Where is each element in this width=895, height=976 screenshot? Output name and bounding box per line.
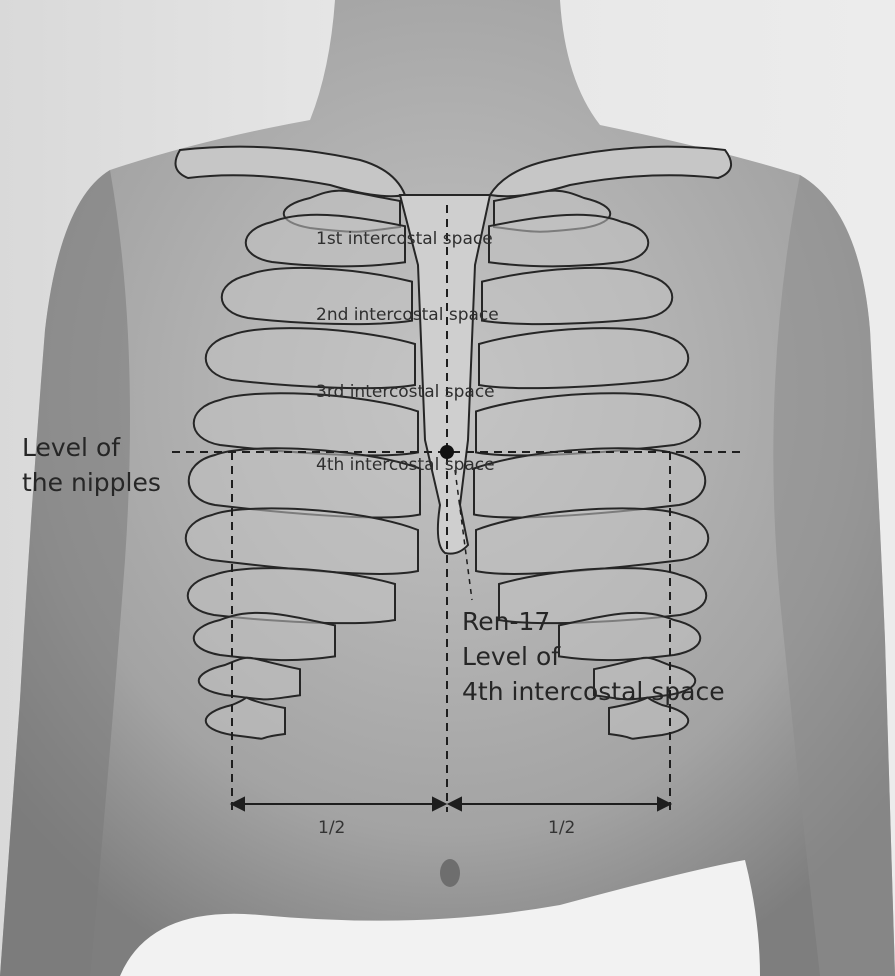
left-rib xyxy=(206,328,415,388)
left-rib xyxy=(188,568,395,623)
label-1st-intercostal-space: 1st intercostal space xyxy=(316,229,493,249)
label-half-right: 1/2 xyxy=(548,818,575,838)
right-rib xyxy=(482,268,672,324)
label-ren-17-line3: 4th intercostal space xyxy=(462,674,725,709)
label-2nd-intercostal-space: 2nd intercostal space xyxy=(316,305,499,325)
left-rib xyxy=(194,393,418,455)
label-nipple-level-line1: Level of xyxy=(22,430,161,465)
navel xyxy=(440,859,460,887)
label-4th-intercostal-space: 4th intercostal space xyxy=(316,455,495,475)
label-3rd-intercostal-space: 3rd intercostal space xyxy=(316,382,495,402)
label-nipple-level-line2: the nipples xyxy=(22,465,161,500)
label-ren-17-line2: Level of xyxy=(462,639,725,674)
right-rib xyxy=(479,328,688,388)
right-rib xyxy=(476,393,700,455)
label-half-left: 1/2 xyxy=(318,818,345,838)
label-ren-17: Ren-17 Level of 4th intercostal space xyxy=(462,604,725,709)
label-nipple-level: Level of the nipples xyxy=(22,430,161,500)
label-ren-17-name: Ren-17 xyxy=(462,604,725,639)
right-rib xyxy=(489,215,648,267)
